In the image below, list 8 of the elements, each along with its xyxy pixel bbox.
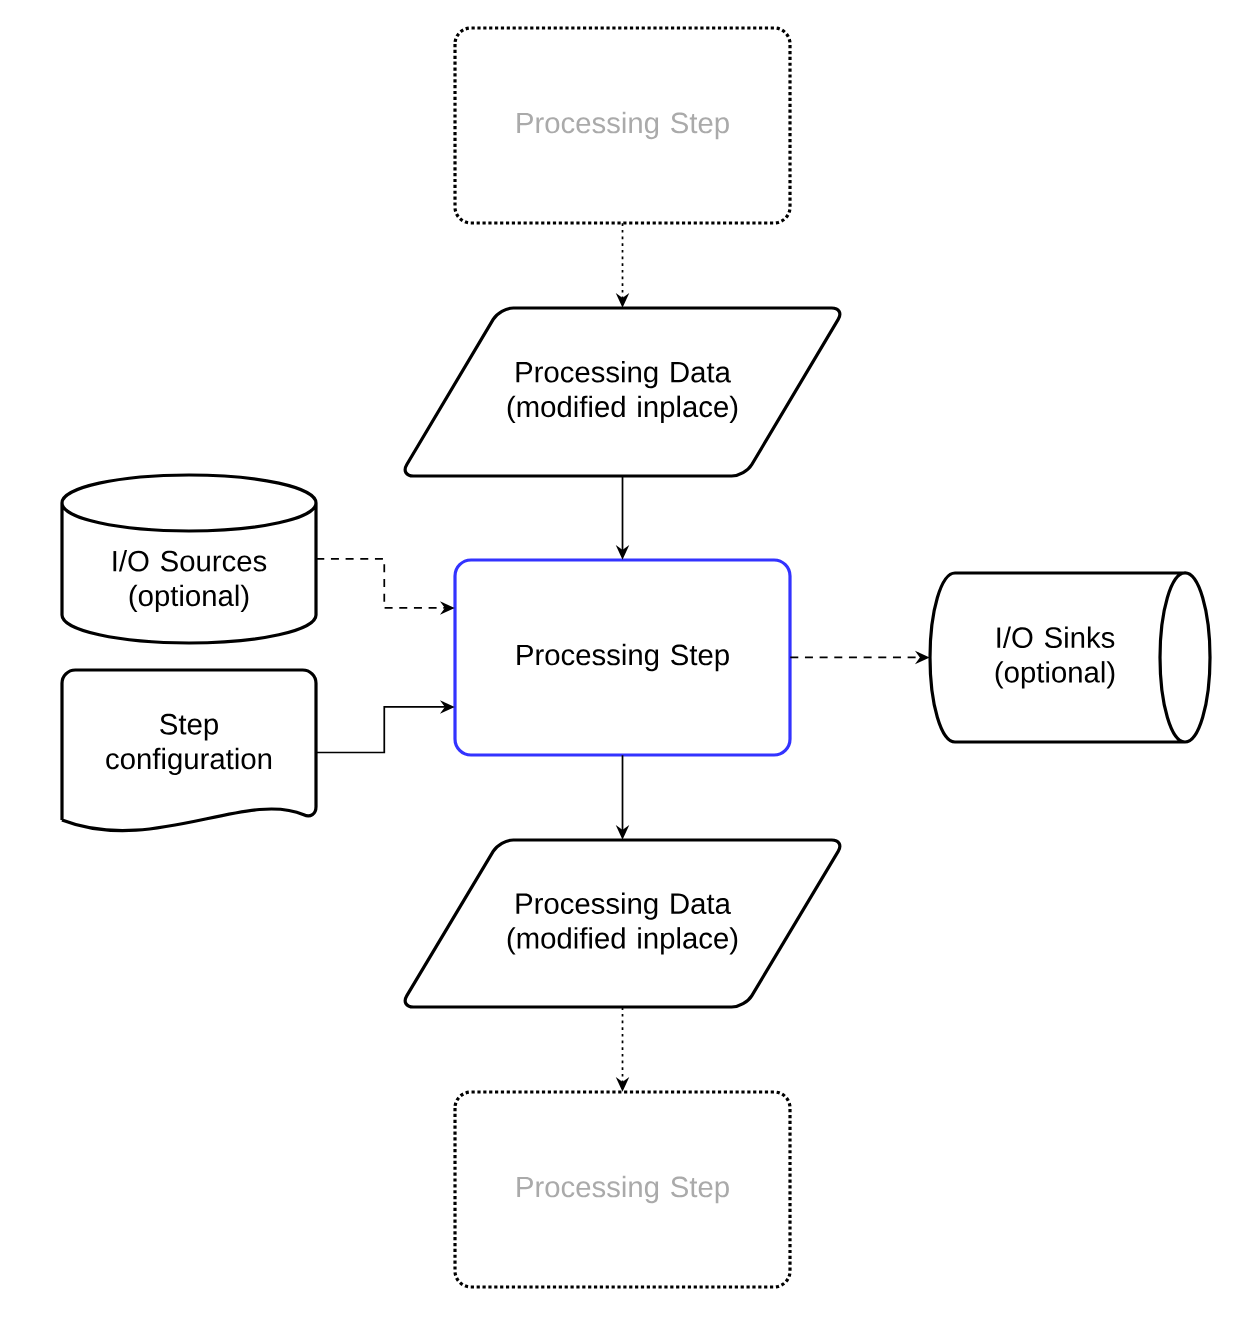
data-parallelogram: Processing Data (modified inplace) xyxy=(403,838,842,1009)
process-box: Processing Step xyxy=(453,1090,792,1289)
process-box: Processing Step xyxy=(453,26,792,225)
storage-cylinder: I/O Sinks (optional) xyxy=(928,571,1212,744)
database-cylinder: I/O Sources (optional) xyxy=(60,473,318,645)
process-box: Processing Step xyxy=(453,558,792,757)
document-shape: Step configuration xyxy=(60,668,318,833)
data-parallelogram: Processing Data (modified inplace) xyxy=(403,306,842,478)
